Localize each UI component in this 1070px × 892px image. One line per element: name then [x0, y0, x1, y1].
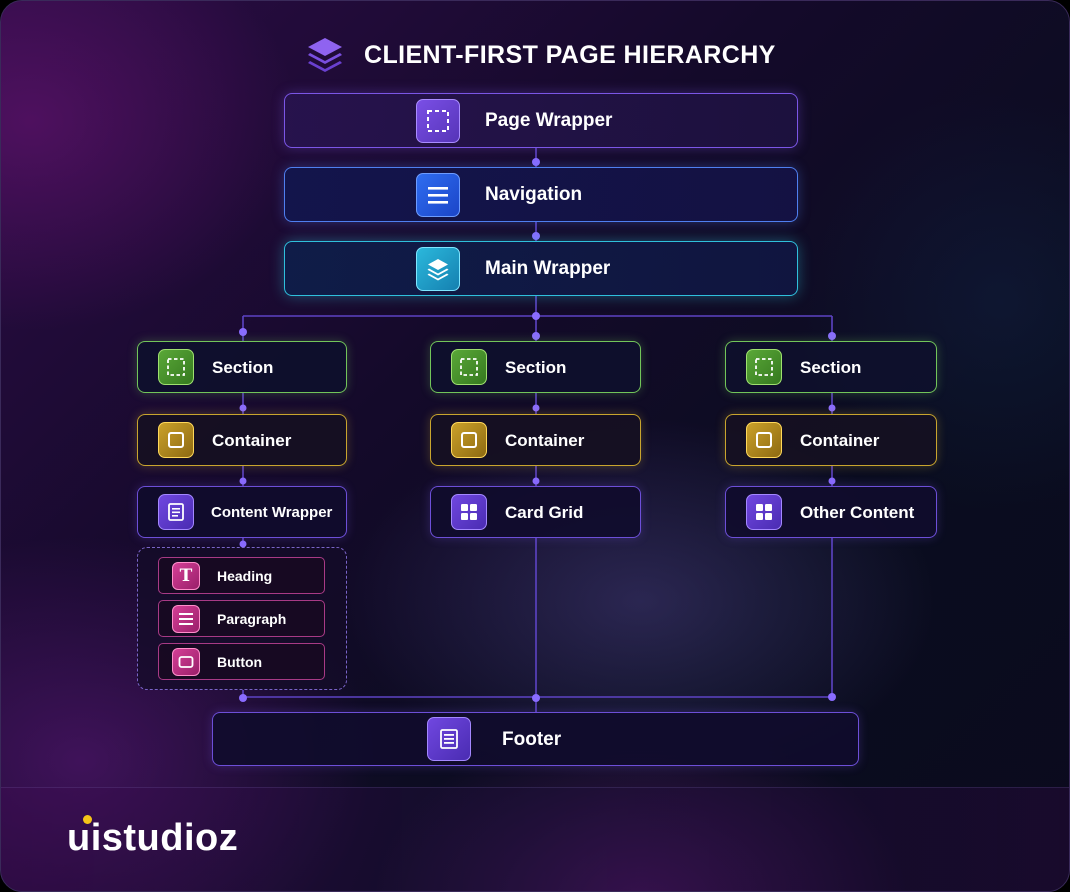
title-text: CLIENT-FIRST PAGE HIERARCHY	[364, 40, 776, 69]
paragraph-node: Paragraph	[158, 600, 325, 637]
paragraph-lines-icon	[172, 605, 200, 633]
logo-accent-dot	[83, 815, 92, 824]
brand-band	[1, 787, 1069, 891]
brand-logo: uistudioz	[67, 815, 239, 860]
other-content-label: Other Content	[800, 503, 915, 522]
section-label-1: Section	[212, 358, 274, 377]
footer-label: Footer	[502, 729, 562, 750]
container-label-1: Container	[212, 431, 292, 450]
content-wrapper-node: Content Wrapper	[137, 486, 347, 538]
layers-icon	[416, 247, 460, 291]
paragraph-label: Paragraph	[217, 611, 287, 627]
text-type-icon: T	[172, 562, 200, 590]
navigation-label: Navigation	[485, 184, 583, 205]
content-wrapper-label: Content Wrapper	[211, 504, 333, 521]
card-grid-node: Card Grid	[430, 486, 641, 538]
section-node-2: Section	[430, 341, 641, 393]
dashed-square-icon	[746, 349, 782, 385]
square-icon	[746, 422, 782, 458]
logo-text: uistudioz	[67, 817, 239, 859]
document-icon	[427, 717, 471, 761]
square-icon	[158, 422, 194, 458]
section-label-2: Section	[505, 358, 567, 377]
button-label: Button	[217, 654, 263, 670]
container-node-2: Container	[430, 414, 641, 466]
page-wrapper-label: Page Wrapper	[485, 110, 613, 131]
footer-node: Footer	[212, 712, 859, 766]
document-icon	[158, 494, 194, 530]
container-node-1: Container	[137, 414, 347, 466]
button-shape-icon	[172, 648, 200, 676]
square-icon	[451, 422, 487, 458]
main-wrapper-label: Main Wrapper	[485, 258, 611, 279]
button-node: Button	[158, 643, 325, 680]
card-grid-label: Card Grid	[505, 503, 584, 522]
page-wrapper-node: Page Wrapper	[284, 93, 798, 148]
navigation-node: Navigation	[284, 167, 798, 222]
section-label-3: Section	[800, 358, 862, 377]
section-node-1: Section	[137, 341, 347, 393]
container-node-3: Container	[725, 414, 937, 466]
dashed-square-icon	[416, 99, 460, 143]
heading-node: T Heading	[158, 557, 325, 594]
menu-lines-icon	[416, 173, 460, 217]
diagram-title: CLIENT-FIRST PAGE HIERARCHY	[304, 33, 776, 77]
container-label-2: Container	[505, 431, 585, 450]
dashed-square-icon	[158, 349, 194, 385]
grid-icon	[451, 494, 487, 530]
other-content-node: Other Content	[725, 486, 937, 538]
container-label-3: Container	[800, 431, 880, 450]
section-node-3: Section	[725, 341, 937, 393]
heading-label: Heading	[217, 568, 273, 584]
dashed-square-icon	[451, 349, 487, 385]
layers-icon	[308, 38, 342, 72]
main-wrapper-node: Main Wrapper	[284, 241, 798, 296]
grid-icon	[746, 494, 782, 530]
